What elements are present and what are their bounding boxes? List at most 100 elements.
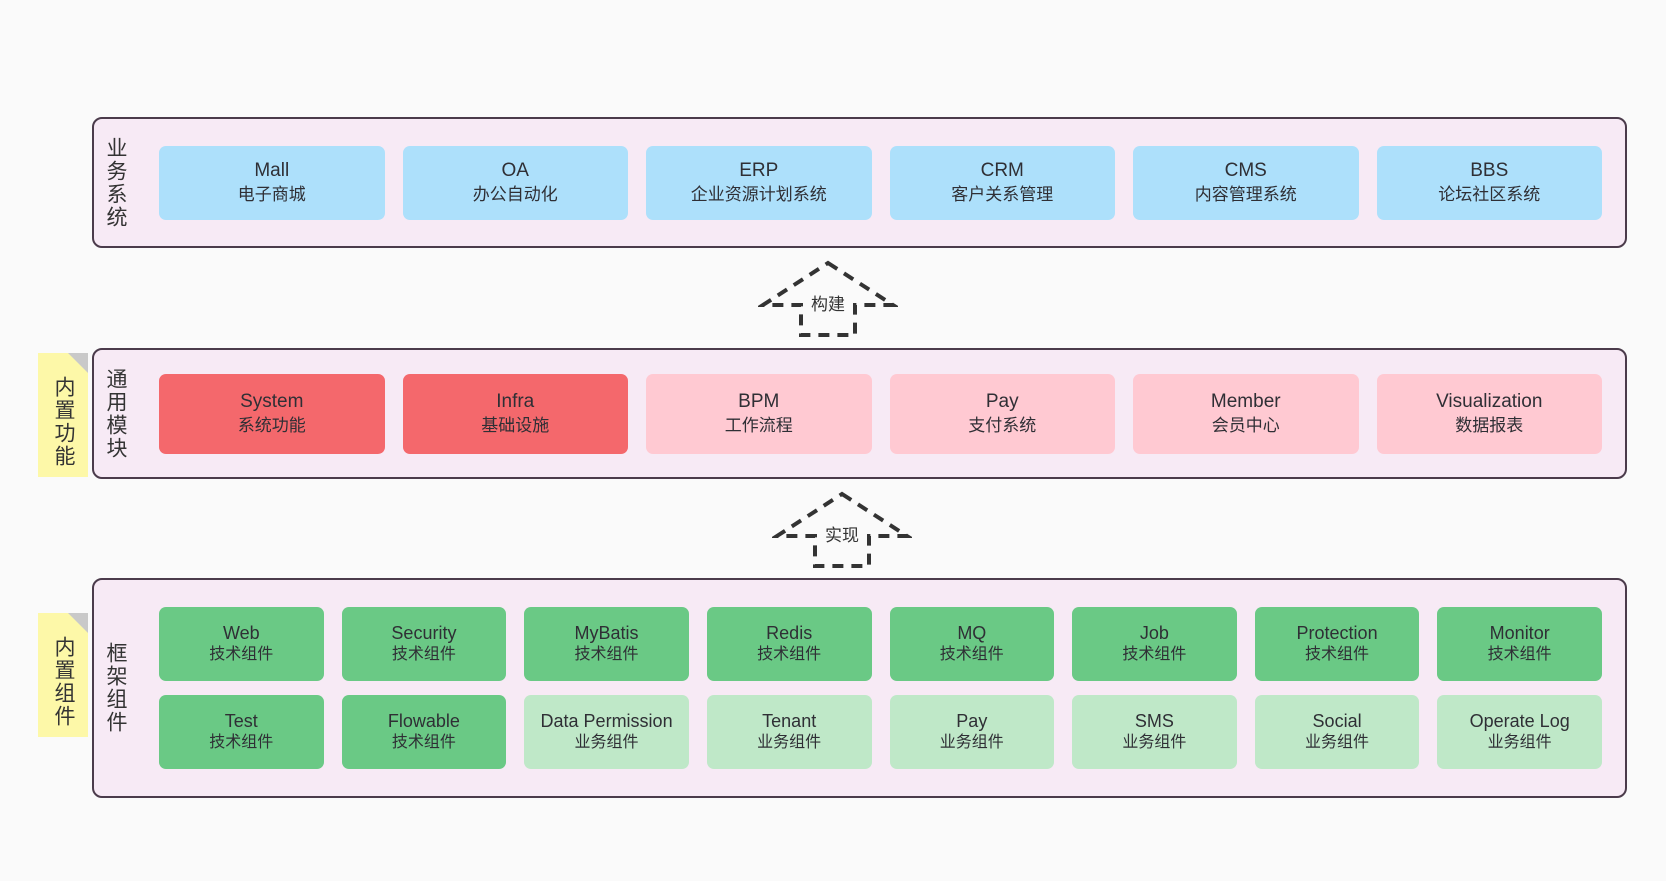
card-title: MyBatis (574, 623, 639, 644)
card-subtitle: 技术组件 (391, 646, 456, 664)
card-subtitle: 支付系统 (968, 415, 1037, 435)
card-title: Infra (496, 391, 535, 413)
card-tenant[interactable]: Tenant 业务组件 (706, 695, 872, 769)
card-title: Job (1139, 623, 1169, 644)
card-subtitle: 业务组件 (1487, 734, 1552, 752)
card-subtitle: 业务组件 (574, 734, 639, 752)
card-title: OA (501, 160, 529, 182)
card-redis[interactable]: Redis 技术组件 (706, 607, 872, 681)
card-data-permission[interactable]: Data Permission 业务组件 (524, 695, 689, 769)
build-arrow-label: 构建 (811, 295, 845, 314)
note-fold-icon (68, 353, 88, 373)
card-subtitle: 企业资源计划系统 (690, 184, 827, 204)
implement-arrow-label: 实现 (825, 526, 859, 545)
card-test[interactable]: Test 技术组件 (159, 695, 324, 769)
card-title: System (240, 391, 304, 413)
card-sms[interactable]: SMS 业务组件 (1072, 695, 1237, 769)
card-subtitle: 客户关系管理 (951, 184, 1054, 204)
card-title: Tenant (762, 711, 817, 732)
card-subtitle: 技术组件 (209, 646, 274, 664)
card-title: ERP (739, 160, 779, 182)
card-subtitle: 业务组件 (1122, 734, 1187, 752)
builtin-component-note: 内置组件 (38, 613, 88, 737)
card-title: Pay (985, 391, 1019, 413)
build-arrow: 构建 (756, 258, 900, 340)
card-title: Test (224, 711, 258, 732)
card-title: Data Permission (540, 711, 673, 732)
card-title: Member (1210, 391, 1281, 413)
business-layer-label: 业务系统 (104, 136, 128, 229)
card-mq[interactable]: MQ 技术组件 (889, 607, 1055, 681)
card-monitor[interactable]: Monitor 技术组件 (1437, 607, 1602, 681)
card-title: SMS (1134, 711, 1174, 732)
implement-arrow-shape (770, 491, 914, 568)
note-fold-icon (68, 613, 88, 633)
card-title: Mall (254, 160, 290, 182)
card-title: MQ (957, 623, 987, 644)
card-title: Redis (766, 623, 813, 644)
builtin-function-note-label: 内置功能 (52, 376, 76, 468)
card-title: Operate Log (1469, 711, 1570, 732)
card-subtitle: 业务组件 (1305, 734, 1370, 752)
card-flowable[interactable]: Flowable 技术组件 (341, 695, 507, 769)
card-title: Web (222, 623, 260, 644)
card-title: CMS (1224, 160, 1267, 182)
card-subtitle: 电子商城 (237, 184, 306, 204)
card-subtitle: 技术组件 (574, 646, 639, 664)
card-title: Pay (956, 711, 988, 732)
card-title: CRM (980, 160, 1024, 182)
card-social[interactable]: Social 业务组件 (1254, 695, 1420, 769)
card-job[interactable]: Job 技术组件 (1072, 607, 1237, 681)
build-arrow-shape (756, 260, 900, 337)
card-protection[interactable]: Protection 技术组件 (1254, 607, 1420, 681)
implement-arrow: 实现 (770, 489, 914, 571)
card-subtitle: 业务组件 (757, 734, 822, 752)
card-subtitle: 技术组件 (209, 734, 274, 752)
card-subtitle: 技术组件 (1305, 646, 1370, 664)
card-security[interactable]: Security 技术组件 (341, 607, 507, 681)
card-title: Protection (1296, 623, 1378, 644)
card-title: Flowable (387, 711, 460, 732)
builtin-component-note-label: 内置组件 (52, 636, 76, 728)
card-web[interactable]: Web 技术组件 (159, 607, 324, 681)
card-subtitle: 技术组件 (1122, 646, 1187, 664)
module-layer-label: 通用模块 (104, 367, 128, 460)
card-title: Security (391, 623, 457, 644)
card-subtitle: 基础设施 (481, 415, 550, 435)
card-subtitle: 技术组件 (757, 646, 822, 664)
card-subtitle: 数据报表 (1455, 415, 1524, 435)
card-subtitle: 技术组件 (391, 734, 456, 752)
card-subtitle: 技术组件 (1487, 646, 1552, 664)
card-subtitle: 工作流程 (724, 415, 793, 435)
card-title: Monitor (1489, 623, 1550, 644)
card-title: Visualization (1436, 391, 1543, 413)
card-mybatis[interactable]: MyBatis 技术组件 (524, 607, 689, 681)
card-operate-log[interactable]: Operate Log 业务组件 (1437, 695, 1602, 769)
card-subtitle: 技术组件 (939, 646, 1004, 664)
card-subtitle: 内容管理系统 (1194, 184, 1297, 204)
card-title: Social (1312, 711, 1362, 732)
framework-layer-label: 框架组件 (104, 642, 128, 734)
